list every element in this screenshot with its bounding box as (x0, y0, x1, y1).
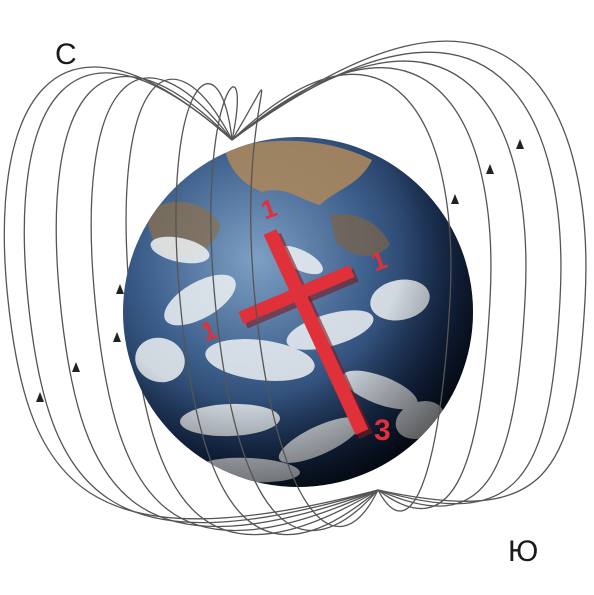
magnetic-field-line (3, 66, 379, 520)
magnetic-field-line (231, 51, 562, 505)
field-arrow-icon (72, 362, 80, 372)
cross-long-bar (263, 229, 369, 435)
earth-globe (123, 137, 473, 487)
magnetic-field-line (231, 89, 379, 527)
field-arrow-icon (516, 139, 524, 149)
magnetic-field-line (231, 40, 587, 502)
field-arrow-icon (36, 392, 44, 402)
field-arrow-icon (451, 194, 459, 204)
south-pole-label: Ю (508, 535, 539, 568)
magnetic-field-line (231, 67, 492, 510)
field-lines-front (175, 40, 587, 536)
magnetic-field-line (90, 77, 379, 532)
magnetic-field-line (55, 76, 379, 528)
field-direction-arrows (36, 139, 524, 402)
field-arrow-icon (113, 332, 121, 342)
field-arrow-icon (116, 284, 124, 294)
north-pole-label: С (55, 38, 77, 71)
cross-label-bottom: 3 (374, 414, 391, 447)
magnetic-field-line (231, 73, 452, 512)
magnetic-field-line (23, 72, 379, 524)
magnetic-field-line (175, 83, 379, 536)
magnetic-field-line (231, 60, 527, 507)
field-lines-back (3, 66, 379, 536)
field-arrow-icon (486, 164, 494, 174)
magnetic-field-line (210, 86, 379, 532)
cross-short-bar (238, 265, 355, 324)
